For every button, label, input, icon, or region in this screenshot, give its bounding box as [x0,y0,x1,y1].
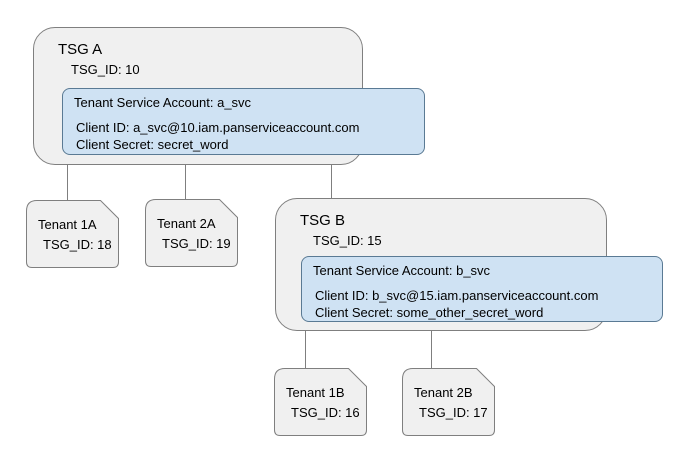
tenant-2a-node: Tenant 2A TSG_ID: 19 [145,199,238,267]
tsg-a-client-id: Client ID: a_svc@10.iam.panserviceaccoun… [76,120,360,135]
tsg-b-service-account-node: Tenant Service Account: b_svc Client ID:… [301,256,663,322]
tenant-card-shape [26,200,119,268]
tenant-card-shape [145,199,238,267]
tenant-2a-name: Tenant 2A [157,216,216,231]
tenant-1a-node: Tenant 1A TSG_ID: 18 [26,200,119,268]
tsg-a-title: TSG A [58,41,103,58]
tenant-2a-id-label: TSG_ID: 19 [162,236,231,251]
tenant-2b-id-label: TSG_ID: 17 [419,405,488,420]
tsg-b-client-id: Client ID: b_svc@15.iam.panserviceaccoun… [315,288,599,303]
tenant-1b-id-label: TSG_ID: 16 [291,405,360,420]
tsg-a-service-account-node: Tenant Service Account: a_svc Client ID:… [62,88,425,155]
tsg-b-id-label: TSG_ID: 15 [313,233,382,248]
tsg-b-service-account-title: Tenant Service Account: b_svc [313,263,491,278]
tenant-card-shape [402,368,495,436]
tsg-b-client-secret: Client Secret: some_other_secret_word [315,305,544,320]
tsg-a-client-secret: Client Secret: secret_word [76,137,229,152]
tsg-a-service-account-title: Tenant Service Account: a_svc [74,95,252,110]
connector-tsga-tenant1a [67,164,68,201]
connector-tsga-tenant2a [185,164,186,199]
connector-tsgb-tenant1b [305,330,306,368]
tenant-2b-name: Tenant 2B [414,385,473,400]
tenant-1a-name: Tenant 1A [38,217,97,232]
tenant-1a-id-label: TSG_ID: 18 [43,237,112,252]
connector-tsga-tsgb [331,164,332,198]
tenant-card-shape [274,368,367,436]
connector-tsgb-tenant2b [431,330,432,368]
tenant-1b-name: Tenant 1B [286,385,345,400]
tenant-2b-node: Tenant 2B TSG_ID: 17 [402,368,495,436]
tsg-b-title: TSG B [300,212,346,229]
tenant-1b-node: Tenant 1B TSG_ID: 16 [274,368,367,436]
tsg-a-id-label: TSG_ID: 10 [71,62,140,77]
